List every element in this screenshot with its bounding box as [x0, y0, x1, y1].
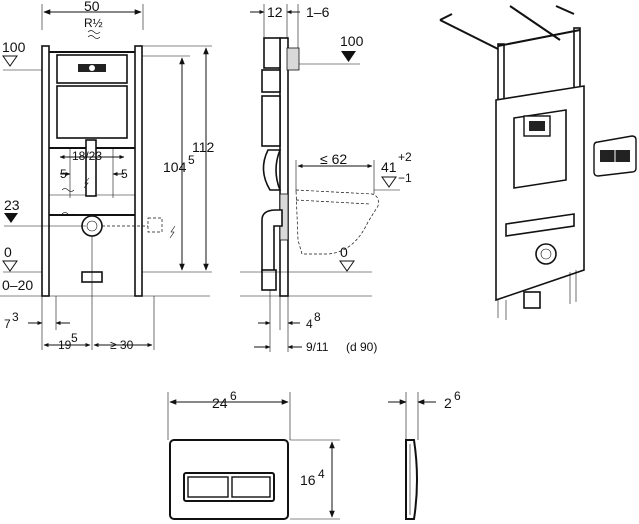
plate-height-sup: 4	[318, 467, 325, 481]
water-supply-icon	[87, 30, 101, 34]
dim-4-sup: 8	[314, 310, 321, 324]
frame-side-upright	[279, 37, 289, 297]
dim-7-sup: 3	[12, 310, 19, 324]
dim-7-label: 7	[4, 317, 11, 331]
cistern-body	[56, 85, 128, 139]
dim-41-sup-top: +2	[398, 150, 412, 164]
dim-le62-label: ≤ 62	[320, 151, 347, 167]
plate-depth-sup: 6	[454, 389, 461, 403]
electric-symbol-icon	[83, 177, 90, 189]
plate-front-view: 24 6 16 4	[167, 389, 340, 520]
height-104-sup: 5	[188, 153, 195, 167]
dim-18-23-label: 18/23	[72, 149, 102, 163]
dim-4-label: 4	[306, 317, 313, 331]
plate-width-sup: 6	[230, 389, 237, 403]
plate-profile	[405, 439, 418, 520]
level-23-label: 23	[4, 197, 20, 213]
water-icon	[61, 188, 75, 192]
side-level-100-label: 100	[340, 33, 364, 49]
dim-5-left-label: 5	[60, 167, 67, 181]
flush-pipe	[85, 139, 97, 197]
dim-9-11-label: 9/11	[306, 340, 329, 354]
side-view: 12 1–6 100 ≤ 62 41 +2 −1 0	[240, 4, 412, 354]
cistern-side	[261, 95, 281, 147]
width-50-label: 50	[84, 0, 100, 14]
plate-width-label: 24	[212, 395, 228, 411]
frame-upright-left	[41, 45, 50, 297]
drain-bend	[261, 209, 283, 273]
range-floor-label: 0–20	[2, 277, 33, 293]
dim-41-label: 41	[381, 159, 397, 175]
thread-label: R½	[84, 16, 103, 30]
dim-ge30-label: ≥ 30	[110, 338, 134, 352]
height-104-label: 104	[163, 159, 187, 175]
plate-side-view: 2 6	[388, 389, 461, 520]
dim-5-right-label: 5	[121, 167, 128, 181]
electric-socket-icon	[169, 225, 176, 239]
dim-41-sup-bot: −1	[398, 171, 412, 185]
full-flush-button	[231, 476, 271, 498]
socket-box	[147, 217, 163, 233]
level-0-label: 0	[4, 244, 12, 260]
isometric-view	[439, 5, 637, 320]
level-100-label: 100	[2, 39, 26, 55]
dim-d90-label: (d 90)	[346, 340, 377, 354]
dim-12-label: 12	[267, 4, 283, 20]
iso-drain	[535, 243, 557, 265]
side-level-0-label: 0	[340, 244, 348, 260]
plate-depth-label: 2	[444, 395, 452, 411]
plate-height-label: 16	[300, 472, 316, 488]
small-flush-button	[187, 476, 229, 498]
front-view: 50 R½ 18/23 5 5	[0, 0, 215, 352]
dim-1-6-label: 1–6	[306, 4, 330, 20]
actuator-side	[286, 47, 300, 71]
toilet-bowl-outline	[295, 189, 379, 255]
height-112-label: 112	[192, 139, 215, 155]
flush-bend	[262, 149, 282, 191]
frame-upright-right	[134, 45, 143, 297]
dim-19-label: 19	[58, 338, 72, 352]
dim-19-sup: 5	[71, 331, 78, 345]
